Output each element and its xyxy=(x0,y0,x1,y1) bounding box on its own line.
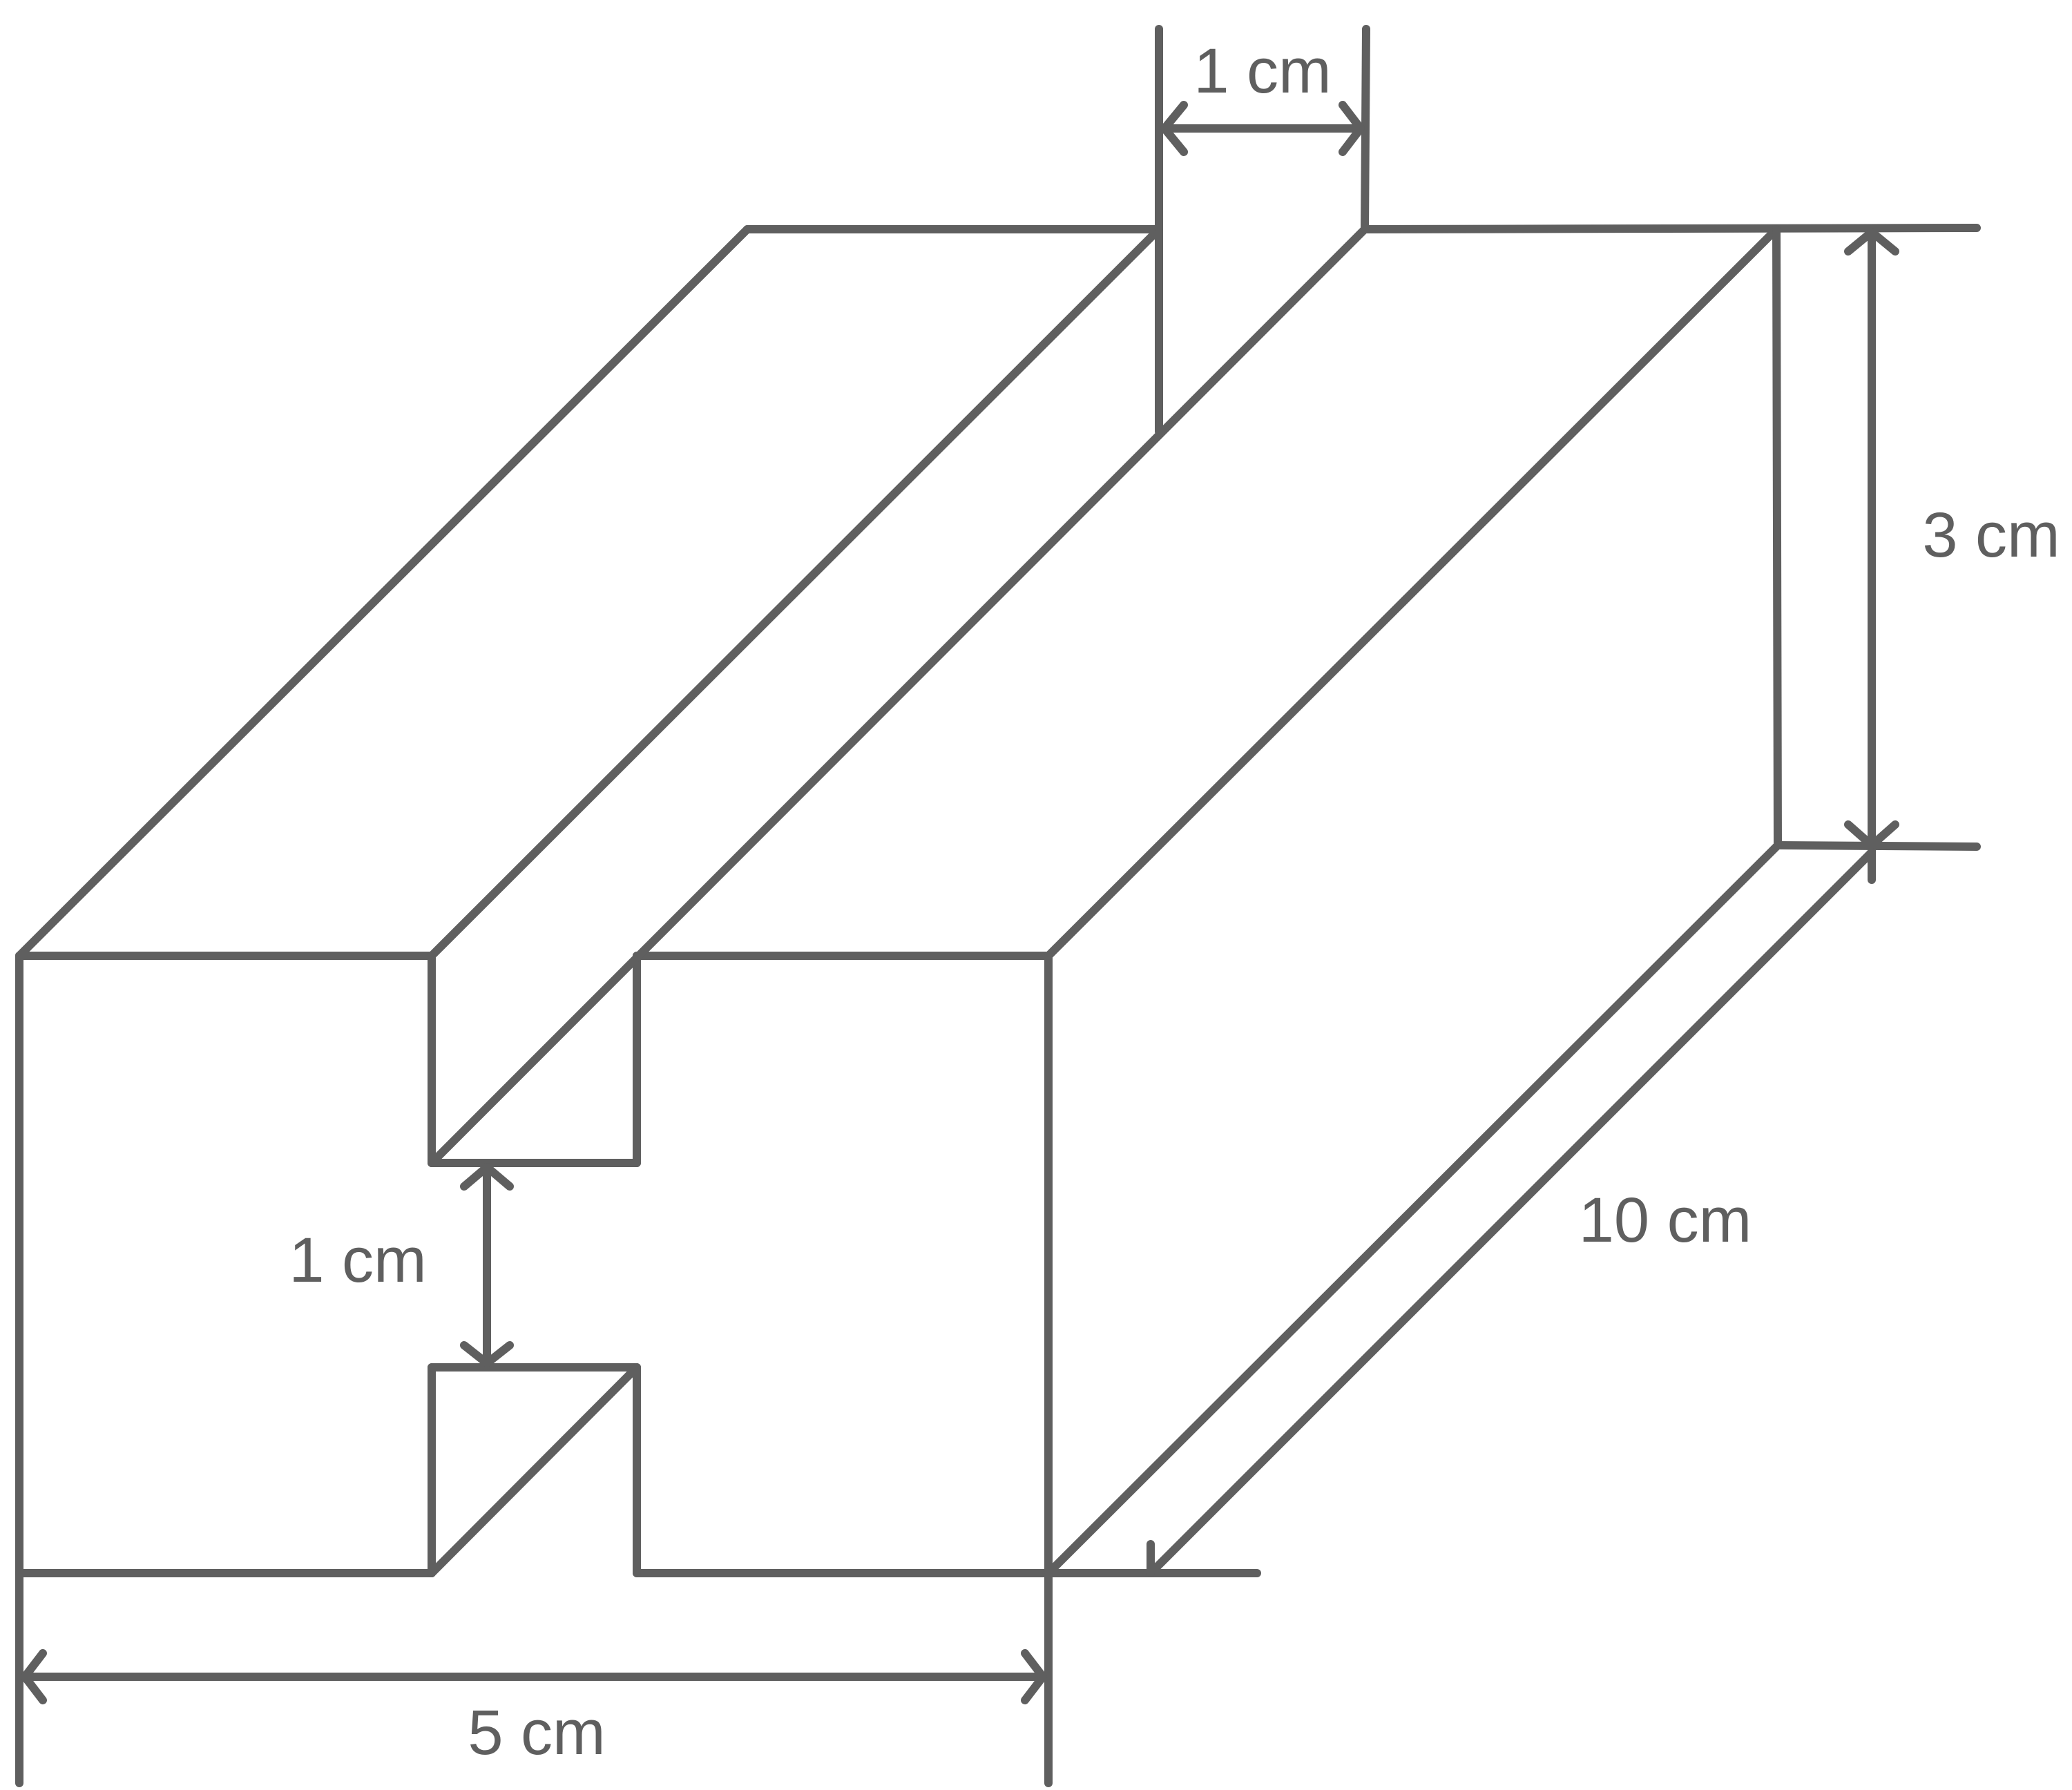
groove-bottom-receding-edge xyxy=(428,225,1369,1167)
solid-edges xyxy=(15,224,1981,1787)
width-arrowhead-left xyxy=(21,1649,47,1704)
label-top-width: 1 cm xyxy=(1193,36,1331,106)
back-bottom-right-edge xyxy=(1774,841,1981,851)
top-arrowhead-right xyxy=(1339,101,1365,156)
groove-left-receding-edge xyxy=(428,225,1163,960)
dimension-labels: 1 cm 3 cm 10 cm 1 cm 5 cm xyxy=(289,36,2060,1768)
width-arrowhead-right xyxy=(1021,1649,1047,1704)
height-arrowhead-bottom xyxy=(1844,820,1899,849)
dimension-lines xyxy=(21,25,1899,1704)
length-dimension-arrow xyxy=(1147,848,1876,1577)
bottom-slot-diagonal-edge xyxy=(428,1363,641,1577)
top-arrowhead-left xyxy=(1160,101,1188,156)
back-top-right-edge xyxy=(1361,224,1981,233)
back-right-vertical-edge xyxy=(1772,225,1782,849)
label-length: 10 cm xyxy=(1579,1185,1752,1255)
label-front-width: 5 cm xyxy=(468,1697,605,1768)
top-extension-right xyxy=(1361,25,1370,233)
right-top-receding-edge xyxy=(1044,225,1781,960)
left-receding-edge xyxy=(15,225,751,960)
right-bottom-receding-edge xyxy=(1044,841,1782,1577)
height-arrowhead-top xyxy=(1844,228,1899,256)
slot-gap-arrowhead-bottom xyxy=(460,1341,514,1367)
slot-gap-arrowhead-top xyxy=(460,1163,514,1191)
label-slot-gap: 1 cm xyxy=(289,1225,426,1296)
label-height: 3 cm xyxy=(1922,500,2060,570)
